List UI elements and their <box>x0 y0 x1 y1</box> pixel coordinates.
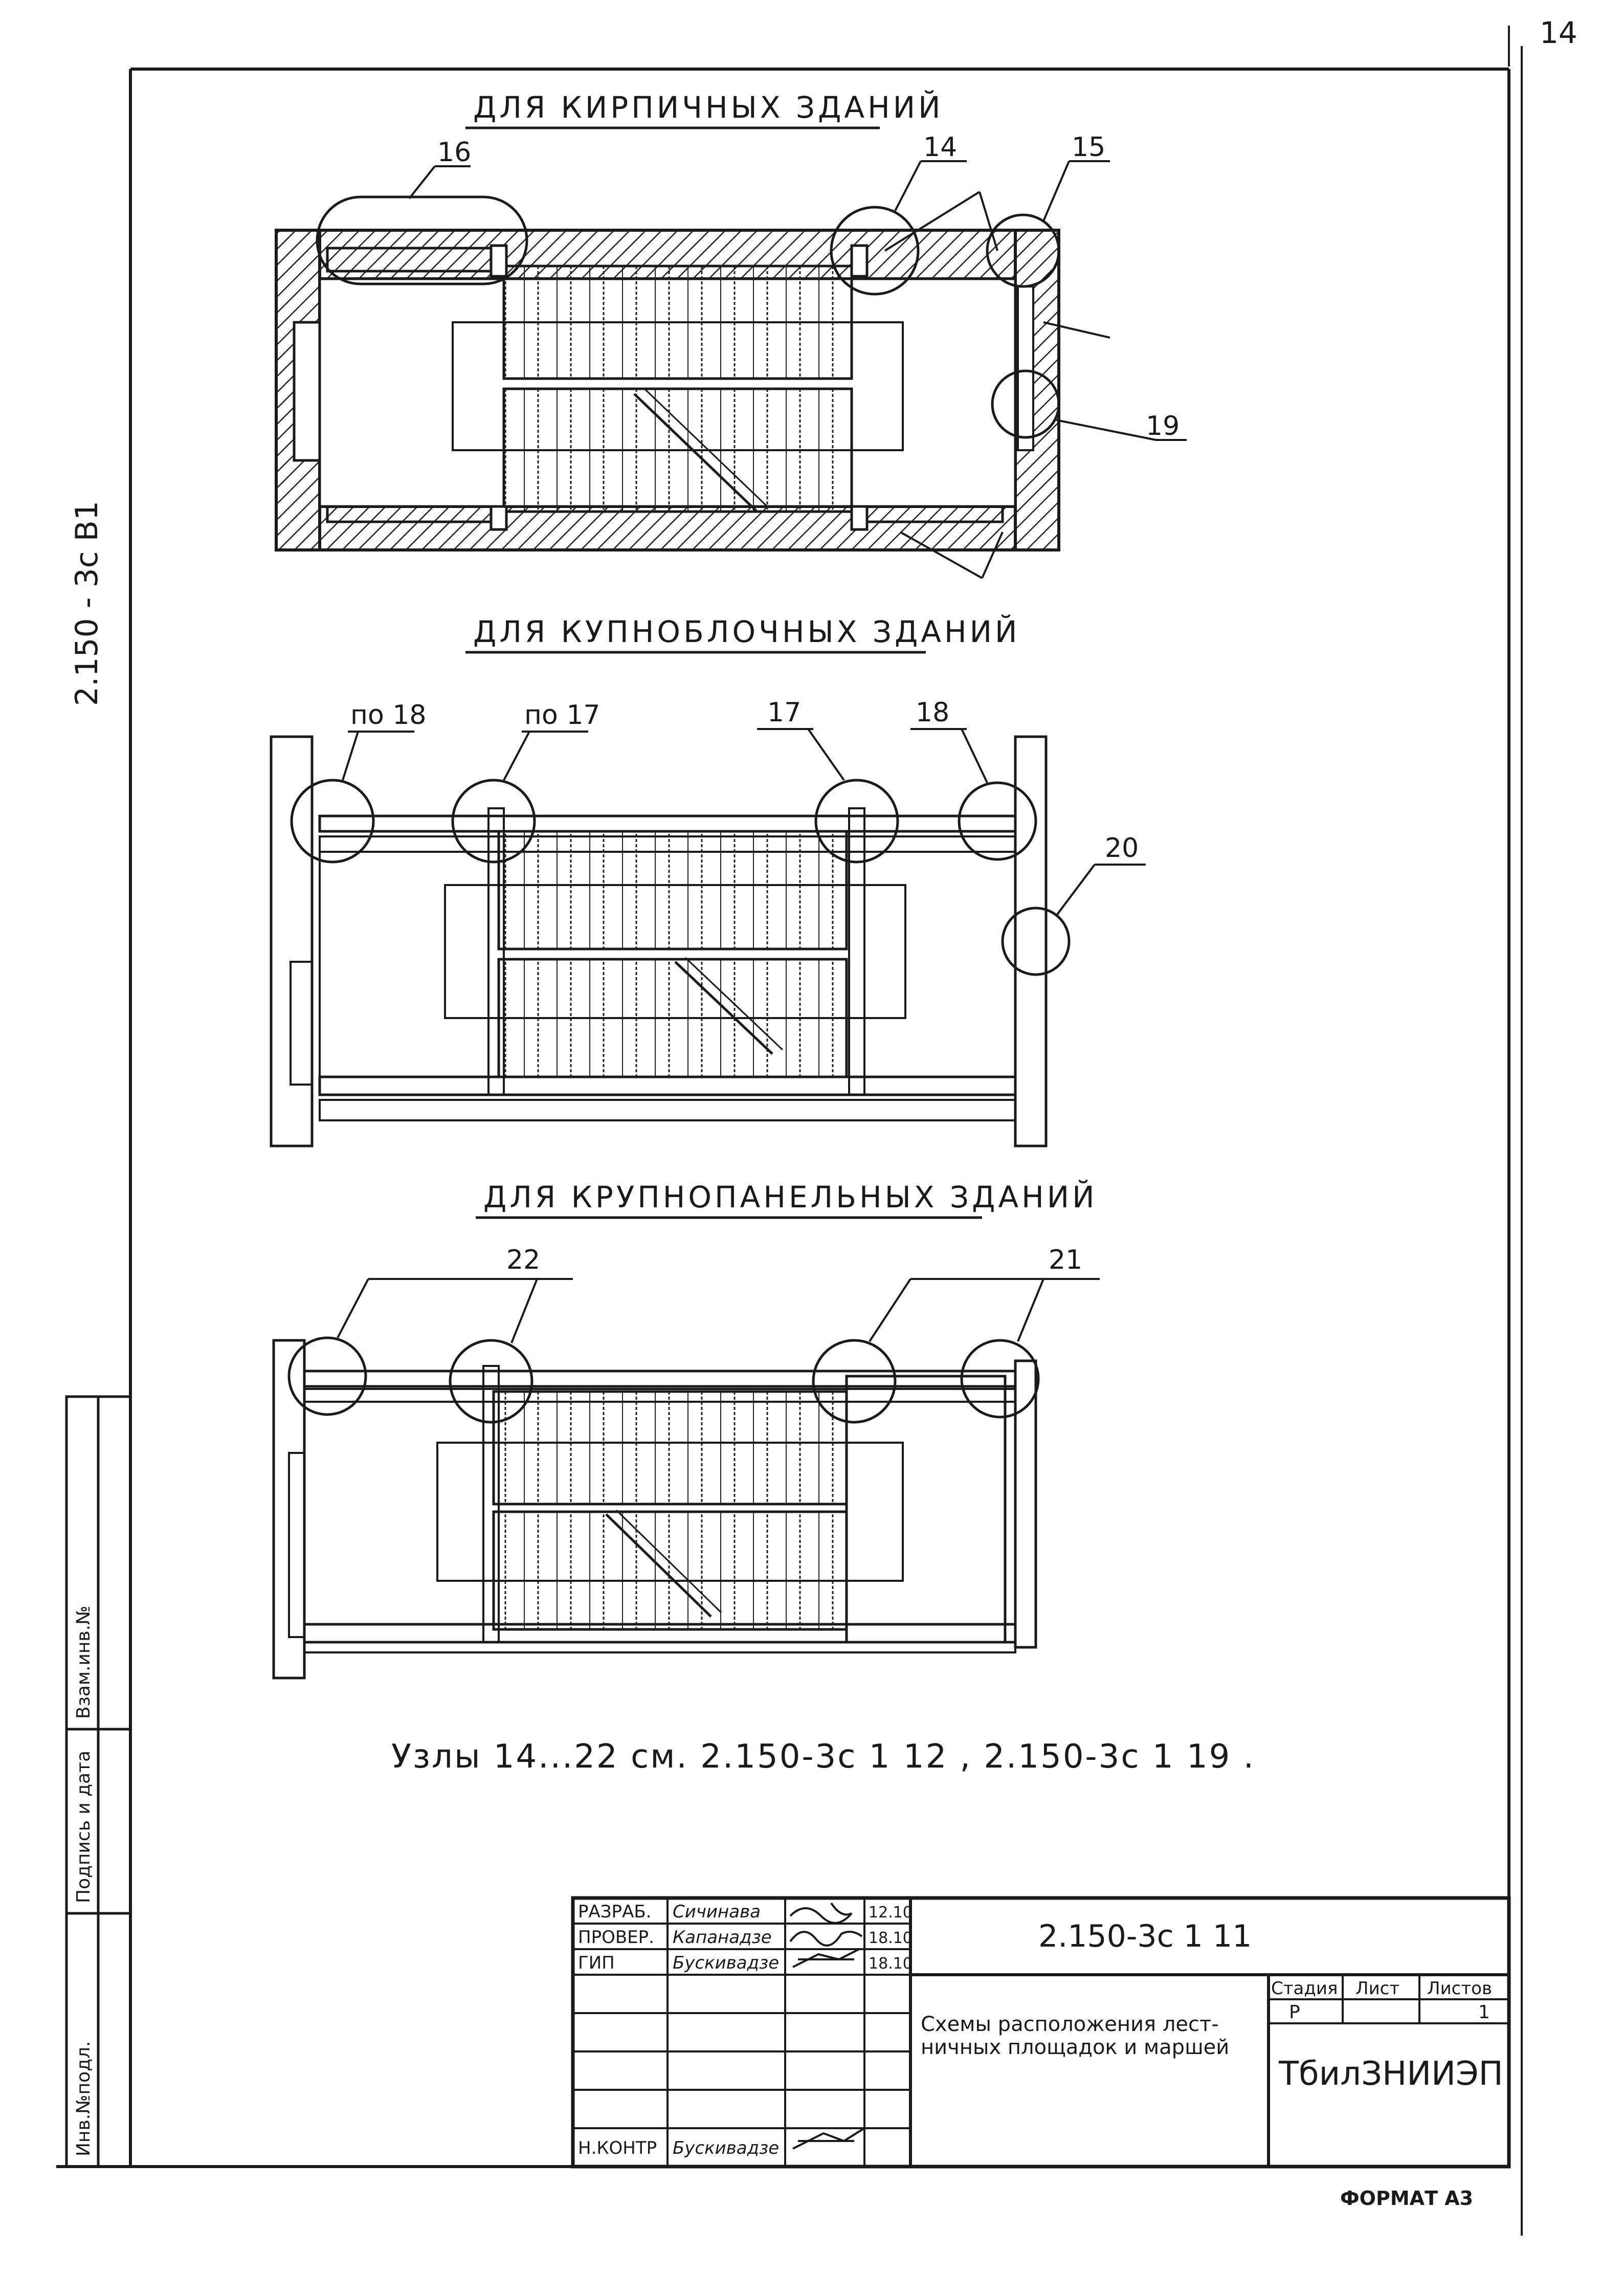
sheets-header: Листов <box>1427 1978 1492 1999</box>
title-block <box>571 1896 1511 2169</box>
callout-17: 17 <box>767 697 801 728</box>
callout-22: 22 <box>506 1245 540 1275</box>
row-2-date: 18.10 <box>869 1929 913 1947</box>
row-2-role: ПРОВЕР. <box>578 1927 654 1948</box>
row-1-date: 12.10 <box>869 1904 913 1922</box>
plan-large-panel: 22 21 <box>272 1245 1100 1680</box>
row-4-name: Бускивадзе <box>673 2138 779 2158</box>
callout-20: 20 <box>1105 833 1139 864</box>
callout-16: 16 <box>437 137 471 168</box>
stage-value: Р <box>1289 2002 1300 2023</box>
row-2-name: Капанадзе <box>673 1927 772 1948</box>
callout-15: 15 <box>1072 132 1105 163</box>
format-label: ФОРМАТ А3 <box>1340 2187 1473 2210</box>
side-stamp <box>65 1395 132 2168</box>
plan-coarse-block: по 18 по 17 17 18 20 <box>270 697 1146 1147</box>
sheets-value: 1 <box>1478 2002 1490 2023</box>
callout-21: 21 <box>1049 1245 1082 1275</box>
section-1-title: ДЛЯ КИРПИЧНЫХ ЗДАНИЙ <box>473 90 943 125</box>
description-line-1: Схемы расположения лест- <box>921 2013 1219 2036</box>
stage-header: Стадия <box>1271 1978 1338 1999</box>
callout-18: 18 <box>916 697 949 728</box>
row-4-role: Н.КОНТР <box>578 2138 657 2158</box>
section-2-title: ДЛЯ КУПНОБЛОЧНЫХ ЗДАНИЙ <box>473 614 1020 649</box>
organization: ТбилЗНИИЭП <box>1278 2055 1503 2093</box>
sheet-header: Лист <box>1355 1978 1399 1999</box>
side-stamp-inv: Инв.№подл. <box>73 2041 94 2156</box>
sheet-corner-number: 14 <box>1540 15 1577 50</box>
section-3-title: ДЛЯ КРУПНОПАНЕЛЬНЫХ ЗДАНИЙ <box>483 1179 1098 1215</box>
row-1-name: Сичинава <box>673 1902 761 1922</box>
side-stamp-vzam: Взам.инв.№ <box>73 1605 94 1719</box>
nodes-reference-note: Узлы 14...22 см. 2.150-3с 1 12 , 2.150-3… <box>391 1738 1255 1776</box>
plan-brick: 16 14 15 19 <box>275 132 1187 579</box>
row-3-name: Бускивадзе <box>673 1953 779 1973</box>
side-stamp-podpis: Подпись и дата <box>73 1751 94 1903</box>
description-line-2: ничных площадок и маршей <box>921 2036 1229 2059</box>
callout-14: 14 <box>923 132 957 163</box>
document-code: 2.150-3с 1 11 <box>1038 1918 1252 1954</box>
callout-19: 19 <box>1146 411 1180 441</box>
row-1-role: РАЗРАБ. <box>578 1902 651 1922</box>
side-code: 2.150 - 3с В1 <box>69 501 105 706</box>
row-3-date: 18.10 <box>869 1955 913 1973</box>
callout-po-18: по 18 <box>350 700 427 731</box>
row-3-role: ГИП <box>578 1953 615 1973</box>
callout-po-17: по 17 <box>524 700 601 731</box>
signatures <box>789 1902 865 2150</box>
